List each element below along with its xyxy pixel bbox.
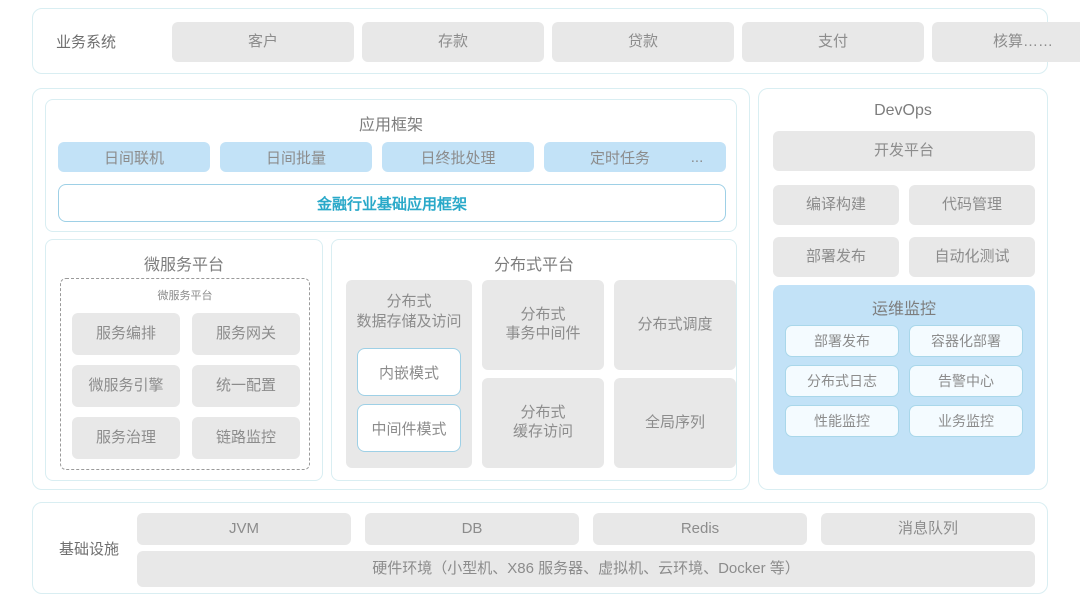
distributed-item[interactable]: 全局序列 — [614, 378, 736, 468]
operations-monitoring-item[interactable]: 分布式日志 — [785, 365, 899, 397]
operations-monitoring-item[interactable]: 告警中心 — [909, 365, 1023, 397]
business-system-item[interactable]: 存款 — [362, 22, 544, 62]
application-framework-item[interactable]: ... — [668, 142, 726, 172]
microservice-item[interactable]: 服务网关 — [192, 313, 300, 355]
distributed-storage-mode[interactable]: 内嵌模式 — [357, 348, 461, 396]
microservice-platform-title: 微服务平台 — [143, 257, 224, 274]
devops-panel: DevOps 开发平台编译构建代码管理部署发布自动化测试 运维监控 部署发布容器… — [758, 88, 1048, 490]
hardware-environment-bar[interactable]: 硬件环境（小型机、X86 服务器、虚拟机、云环境、Docker 等） — [137, 551, 1035, 587]
infrastructure-item[interactable]: JVM — [137, 513, 351, 545]
financial-base-framework-bar[interactable]: 金融行业基础应用框架 — [58, 184, 726, 222]
microservice-dashed-container: 微服务平台 服务编排服务网关微服务引擎统一配置服务治理链路监控 — [60, 278, 310, 470]
distributed-platform-card: 分布式平台 分布式 数据存储及访问 内嵌模式中间件模式 分布式 事务中间件分布式… — [331, 239, 737, 481]
devops-item[interactable]: 编译构建 — [773, 185, 899, 225]
microservice-item[interactable]: 服务治理 — [72, 417, 180, 459]
operations-monitoring-item[interactable]: 业务监控 — [909, 405, 1023, 437]
microservice-item[interactable]: 统一配置 — [192, 365, 300, 407]
operations-monitoring-item[interactable]: 部署发布 — [785, 325, 899, 357]
microservice-platform-card: 微服务平台 微服务平台 服务编排服务网关微服务引擎统一配置服务治理链路监控 — [45, 239, 323, 481]
business-system-item[interactable]: 贷款 — [552, 22, 734, 62]
microservice-inner-label: 微服务平台 — [157, 290, 213, 302]
business-system-panel: 业务系统 客户存款贷款支付核算…… — [32, 8, 1080, 74]
operations-monitoring-card: 运维监控 部署发布容器化部署分布式日志告警中心性能监控业务监控 — [773, 285, 1035, 475]
infrastructure-item[interactable]: DB — [365, 513, 579, 545]
operations-monitoring-item[interactable]: 容器化部署 — [909, 325, 1023, 357]
infrastructure-item[interactable]: Redis — [593, 513, 807, 545]
business-system-item[interactable]: 支付 — [742, 22, 924, 62]
devops-item[interactable]: 自动化测试 — [909, 237, 1035, 277]
distributed-data-storage-card[interactable]: 分布式 数据存储及访问 内嵌模式中间件模式 — [346, 280, 472, 468]
application-framework-item[interactable]: 日间联机 — [58, 142, 210, 172]
business-system-item[interactable]: 核算…… — [932, 22, 1080, 62]
distributed-item[interactable]: 分布式 事务中间件 — [482, 280, 604, 370]
application-framework-item[interactable]: 日间批量 — [220, 142, 372, 172]
distributed-data-storage-title: 分布式 数据存储及访问 — [356, 293, 462, 330]
operations-monitoring-item[interactable]: 性能监控 — [785, 405, 899, 437]
application-framework-item[interactable]: 日终批处理 — [382, 142, 534, 172]
distributed-item[interactable]: 分布式 缓存访问 — [482, 378, 604, 468]
devops-title: DevOps — [874, 102, 932, 119]
business-system-label: 业务系统 — [55, 33, 116, 51]
infrastructure-item[interactable]: 消息队列 — [821, 513, 1035, 545]
distributed-item[interactable]: 分布式调度 — [614, 280, 736, 370]
distributed-storage-mode[interactable]: 中间件模式 — [357, 404, 461, 452]
devops-item[interactable]: 开发平台 — [773, 131, 1035, 171]
microservice-item[interactable]: 服务编排 — [72, 313, 180, 355]
microservice-item[interactable]: 微服务引擎 — [72, 365, 180, 407]
infrastructure-panel: 基础设施 JVM DB Redis 消息队列 硬件环境（小型机、X86 服务器、虚拟机… — [32, 502, 1048, 594]
infrastructure-label: 基础设施 — [58, 540, 119, 558]
platform-group-panel: 应用框架 日间联机日间批量日终批处理定时任务... 金融行业基础应用框架 微服务… — [32, 88, 750, 490]
microservice-item[interactable]: 链路监控 — [192, 417, 300, 459]
distributed-platform-title: 分布式平台 — [493, 257, 574, 274]
application-framework-card: 应用框架 日间联机日间批量日终批处理定时任务... 金融行业基础应用框架 — [45, 99, 737, 232]
devops-item[interactable]: 代码管理 — [909, 185, 1035, 225]
operations-monitoring-title: 运维监控 — [871, 301, 936, 318]
business-system-item[interactable]: 客户 — [172, 22, 354, 62]
application-framework-title: 应用框架 — [358, 117, 423, 134]
devops-item[interactable]: 部署发布 — [773, 237, 899, 277]
